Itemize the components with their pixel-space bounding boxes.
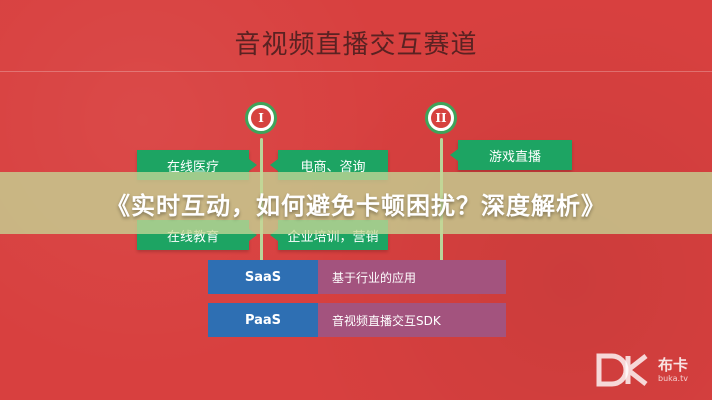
layer-desc-saas: 基于行业的应用 bbox=[318, 260, 506, 294]
layer-saas: SaaS 基于行业的应用 bbox=[208, 260, 506, 294]
title-banner: 《实时互动，如何避免卡顿困扰？深度解析》 bbox=[0, 172, 712, 234]
layer-key-paas: PaaS bbox=[208, 303, 318, 337]
layer-paas: PaaS 音视频直播交互SDK bbox=[208, 303, 506, 337]
diagram-title: 音视频直播交互赛道 bbox=[234, 30, 478, 60]
tag-game-live: 游戏直播 bbox=[450, 140, 572, 170]
watermark-url: buka.tv bbox=[658, 373, 688, 383]
watermark-logo: 布卡 buka.tv bbox=[596, 350, 706, 390]
node-label-2: II bbox=[431, 108, 451, 128]
roman-numeral-node-2: II bbox=[425, 102, 457, 134]
buka-logo-icon bbox=[596, 353, 648, 387]
roman-numeral-node-1: I bbox=[245, 102, 277, 134]
banner-text: 《实时互动，如何避免卡顿困扰？深度解析》 bbox=[106, 191, 606, 220]
title-divider bbox=[0, 71, 712, 72]
watermark-name: 布卡 bbox=[658, 355, 689, 374]
layer-desc-paas: 音视频直播交互SDK bbox=[318, 303, 506, 337]
layer-key-saas: SaaS bbox=[208, 260, 318, 294]
node-label-1: I bbox=[251, 108, 271, 128]
